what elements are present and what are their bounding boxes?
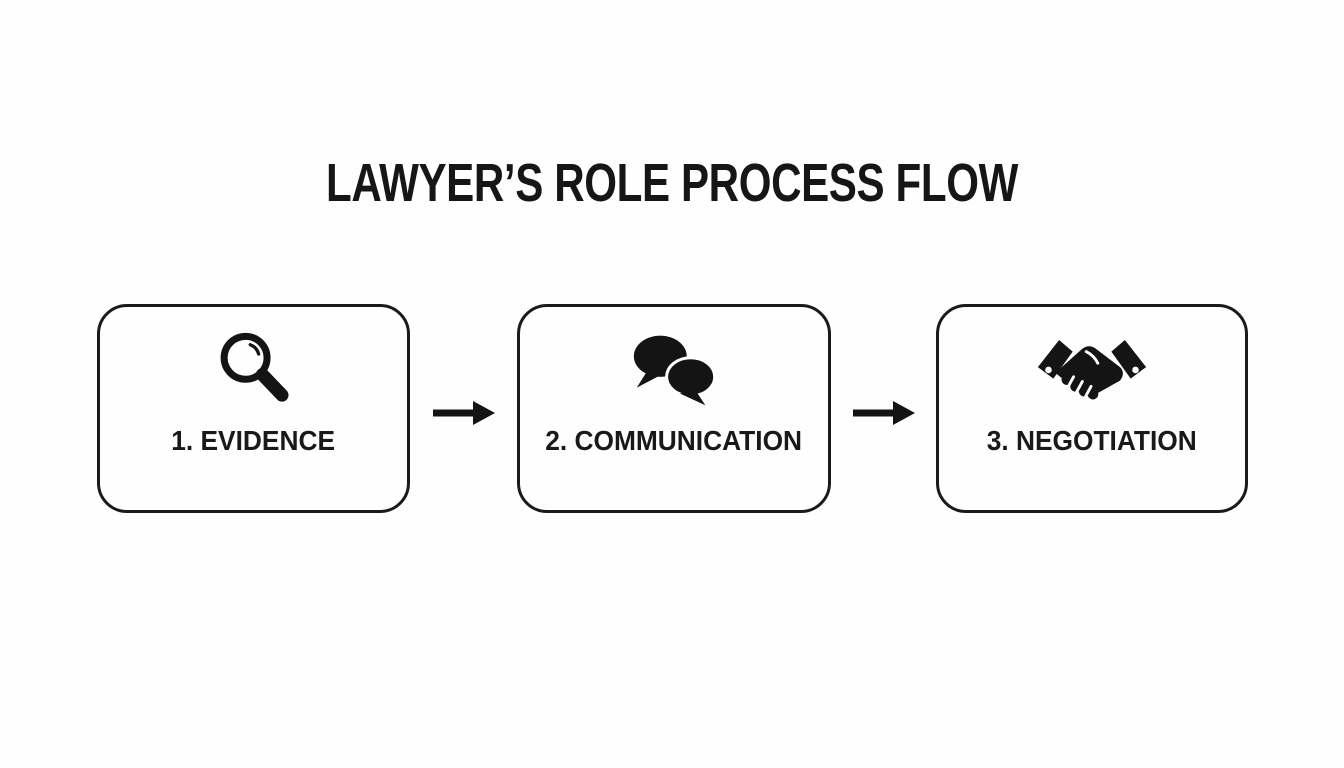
step-label: 1. EVIDENCE: [171, 425, 336, 456]
step-label: 3. NEGOTIATION: [986, 425, 1198, 456]
flow-arrow-right-icon: [431, 397, 495, 429]
step-box-communication: 2. COMMUNICATION: [517, 304, 831, 513]
magnifier-icon: [212, 327, 296, 411]
speech-bubbles-icon: [625, 327, 723, 411]
diagram-title: LAWYER’S ROLE PROCESS FLOW: [326, 153, 1018, 213]
step-box-evidence: 1. EVIDENCE: [97, 304, 410, 513]
step-label: 2. COMMUNICATION: [545, 425, 803, 456]
handshake-icon: [1034, 327, 1150, 411]
flow-arrow-right-icon: [851, 397, 915, 429]
step-box-negotiation: 3. NEGOTIATION: [936, 304, 1248, 513]
